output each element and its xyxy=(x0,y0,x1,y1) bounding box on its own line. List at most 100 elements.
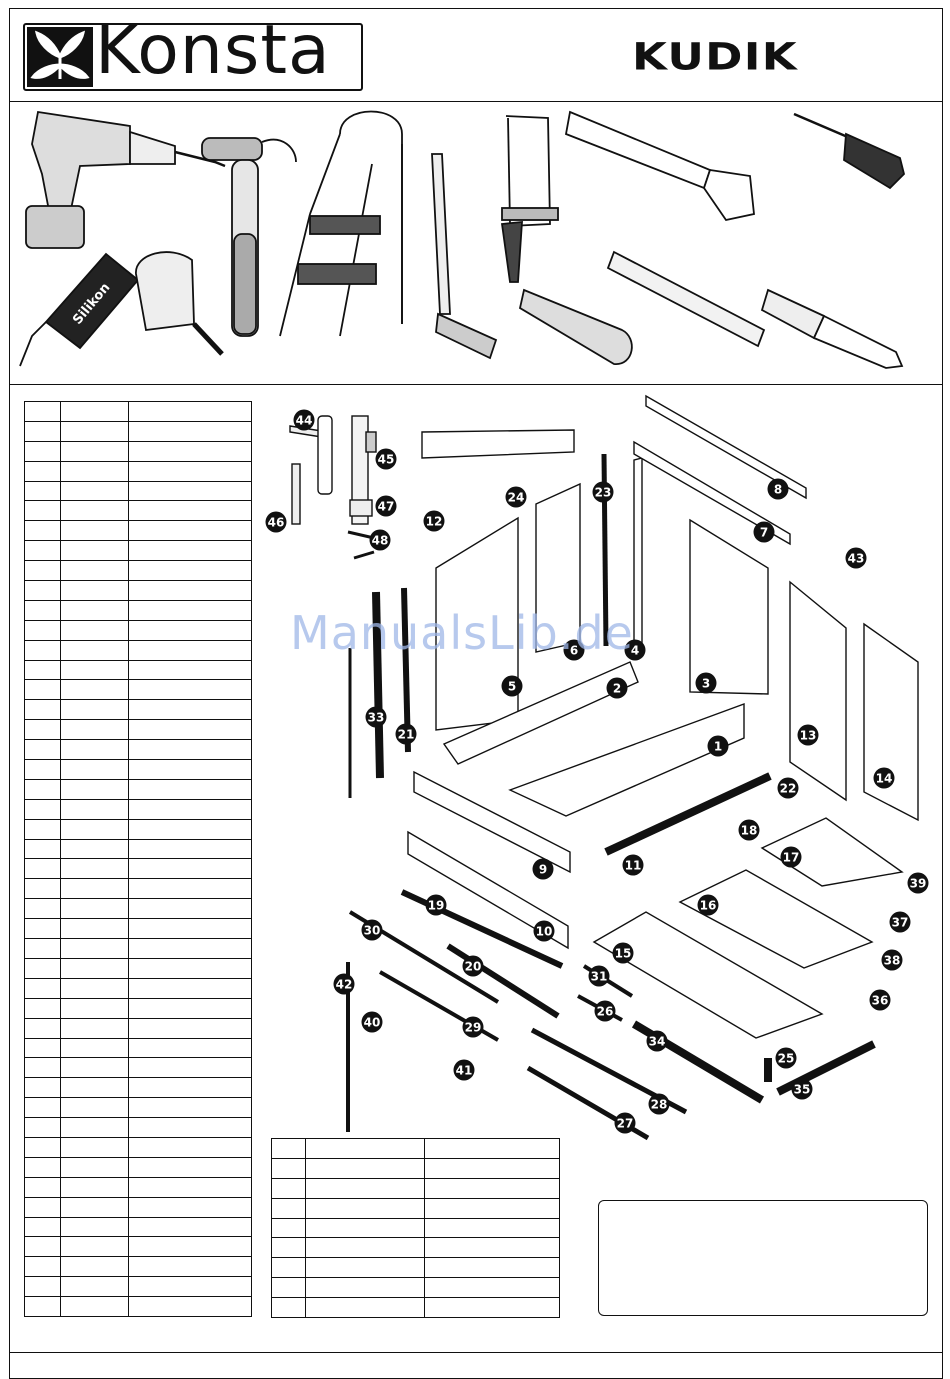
part-callout-marker xyxy=(646,1030,668,1052)
table-cell xyxy=(127,1017,253,1039)
table-cell xyxy=(24,460,61,482)
table-cell xyxy=(24,599,61,621)
tape-measure-icon xyxy=(135,251,224,356)
table-cell xyxy=(127,420,253,442)
fret-saw-icon xyxy=(500,115,559,283)
part-callout-marker xyxy=(753,521,775,543)
part-callout-marker xyxy=(775,1047,797,1069)
part-callout-marker xyxy=(365,706,387,728)
table-cell xyxy=(127,739,253,761)
part-number-label: 25 xyxy=(778,1052,795,1066)
part-shape xyxy=(678,869,874,969)
part-callout-marker xyxy=(533,920,555,942)
part-beam xyxy=(446,943,560,1019)
part-number-label: 27 xyxy=(617,1117,634,1131)
table-row xyxy=(24,1136,253,1158)
part-callout-marker xyxy=(873,767,895,789)
table-cell xyxy=(127,599,253,621)
table-cell xyxy=(127,997,253,1019)
table-cell xyxy=(59,858,129,880)
part-callout-marker xyxy=(907,872,929,894)
part-number-label: 12 xyxy=(426,515,443,529)
table-cell xyxy=(59,838,129,860)
table-cell xyxy=(24,719,61,741)
divider-footer xyxy=(9,1352,943,1353)
table-cell xyxy=(24,580,61,601)
table-cell xyxy=(271,1257,306,1279)
leaf-icon xyxy=(27,27,93,87)
table-cell xyxy=(24,440,61,462)
table-cell xyxy=(59,957,129,979)
part-number-label: 41 xyxy=(456,1064,473,1078)
part-callout-marker xyxy=(889,911,911,933)
part-shape xyxy=(789,580,847,802)
part-callout-marker xyxy=(697,894,719,916)
table-cell xyxy=(127,1216,253,1238)
table-cell xyxy=(59,401,129,422)
table-cell xyxy=(424,1197,560,1219)
table-cell xyxy=(304,1257,426,1279)
table-cell xyxy=(59,639,129,661)
table-cell xyxy=(127,1196,253,1218)
table-cell xyxy=(59,480,129,502)
table-cell xyxy=(127,1276,253,1298)
watermark-text: ManualsLib.de xyxy=(290,606,634,660)
part-number-label: 20 xyxy=(465,960,482,974)
table-cell xyxy=(24,957,61,979)
part-callout-marker xyxy=(361,919,383,941)
part-callout-marker xyxy=(881,949,903,971)
table-row xyxy=(24,639,253,661)
screwdriver-icon xyxy=(793,112,905,190)
table-cell xyxy=(127,699,253,721)
hammer-icon xyxy=(201,137,297,337)
part-number-label: 26 xyxy=(597,1005,614,1019)
part-number-label: 33 xyxy=(368,711,385,725)
table-cell xyxy=(59,759,129,780)
table-row xyxy=(24,918,253,940)
table-cell xyxy=(59,679,129,701)
table-cell xyxy=(59,1296,129,1317)
table-cell xyxy=(127,759,253,780)
part-callout-marker xyxy=(395,723,417,745)
table-row xyxy=(24,1176,253,1198)
table-cell xyxy=(424,1157,560,1179)
part-beam xyxy=(604,772,772,856)
part-number-label: 6 xyxy=(570,644,578,658)
part-number-label: 31 xyxy=(591,970,608,984)
table-row xyxy=(24,1256,253,1278)
part-callout-marker xyxy=(425,894,447,916)
table-cell xyxy=(59,520,129,542)
part-shape xyxy=(413,770,571,874)
part-number-label: 45 xyxy=(378,453,395,467)
drill-icon xyxy=(25,110,226,249)
part-number-label: 30 xyxy=(364,924,381,938)
part-number-label: 13 xyxy=(800,729,817,743)
table-cell xyxy=(24,977,61,999)
table-cell xyxy=(59,420,129,442)
table-cell xyxy=(59,1216,129,1238)
table-cell xyxy=(24,1216,61,1238)
door-handle-illustration xyxy=(289,415,333,525)
brand-name: Konsta xyxy=(95,11,331,90)
divider-header xyxy=(9,101,943,102)
table-cell xyxy=(59,580,129,601)
table-cell xyxy=(127,540,253,562)
part-callout-marker xyxy=(869,989,891,1011)
table-row xyxy=(271,1197,560,1219)
table-cell xyxy=(24,1136,61,1158)
table-row xyxy=(24,977,253,999)
table-row xyxy=(24,759,253,780)
table-cell xyxy=(59,1097,129,1119)
table-row xyxy=(24,1296,253,1317)
table-cell xyxy=(59,540,129,562)
part-callout-marker xyxy=(612,942,634,964)
utility-knife-icon xyxy=(518,288,633,365)
table-cell xyxy=(59,977,129,999)
part-callout-marker xyxy=(293,409,315,431)
table-row xyxy=(24,580,253,601)
table-cell xyxy=(127,401,253,422)
table-cell xyxy=(59,699,129,721)
table-cell xyxy=(127,1136,253,1158)
part-callout-marker xyxy=(369,529,391,551)
part-callout-marker xyxy=(592,481,614,503)
